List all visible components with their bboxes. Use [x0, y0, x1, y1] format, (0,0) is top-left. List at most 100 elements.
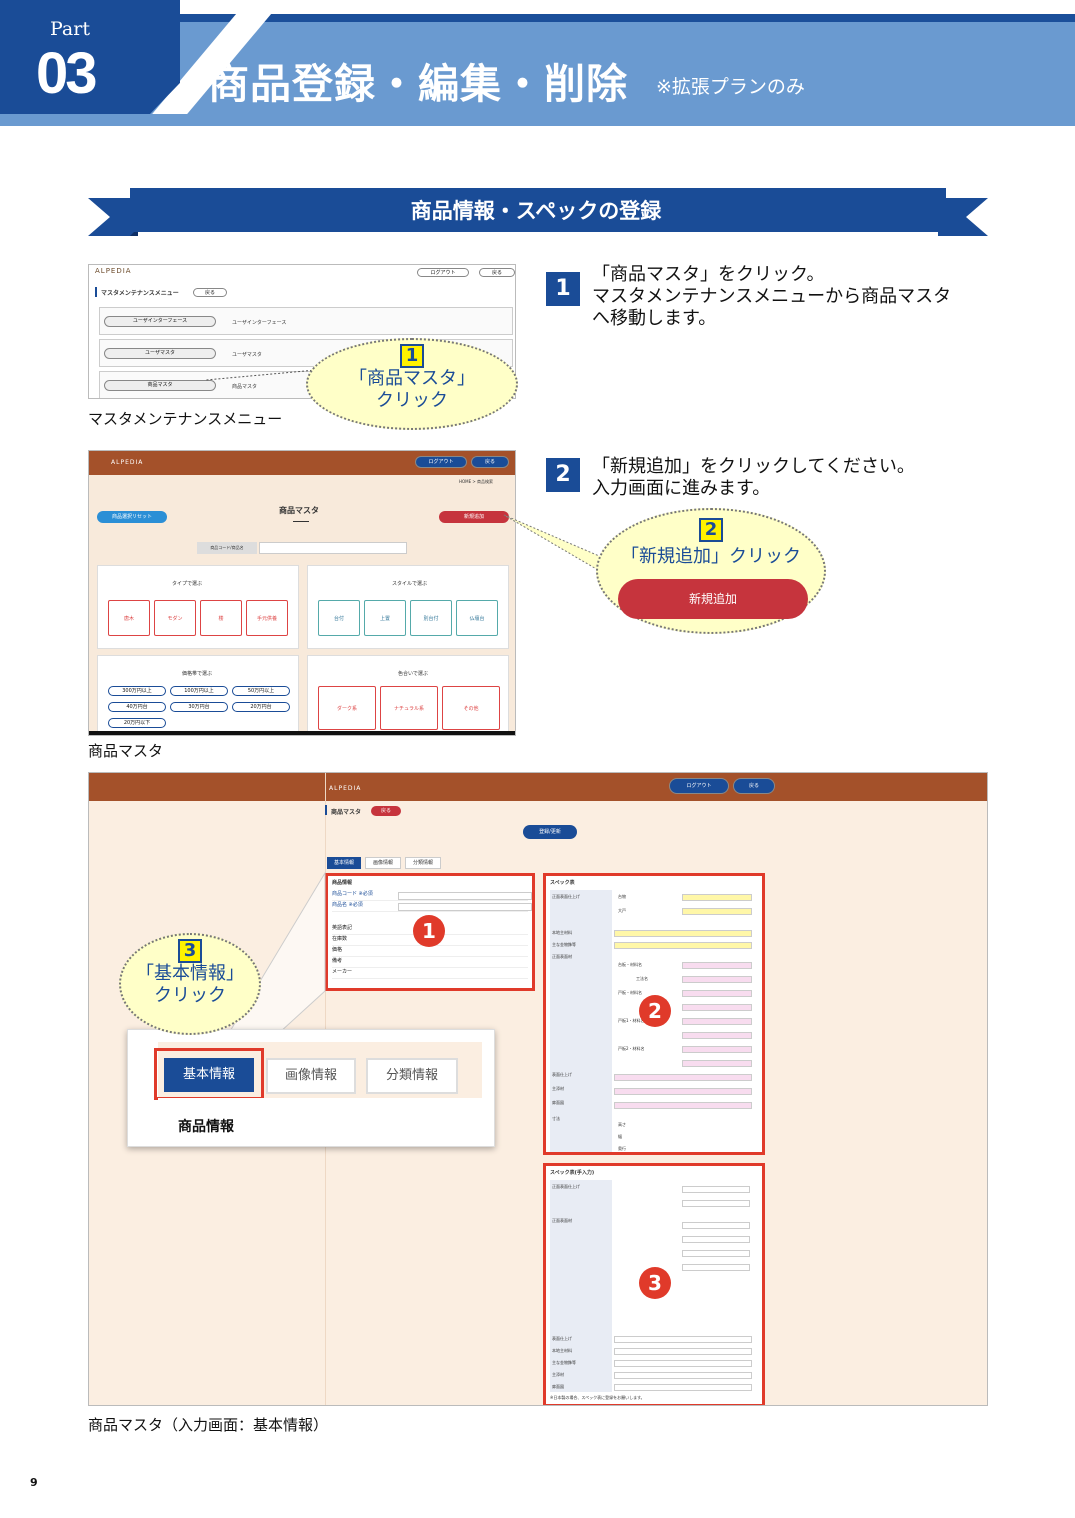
part-label: Part — [50, 18, 90, 40]
tab-image-info[interactable]: 画像情報 — [365, 857, 401, 869]
price-item[interactable]: 20万円台 — [232, 702, 290, 712]
filter-item[interactable]: モダン — [154, 600, 196, 636]
menu-row-button[interactable]: ユーザインターフェース — [104, 316, 216, 327]
field-label: 商品名 ※必須 — [332, 901, 528, 912]
zoom-tab-image[interactable]: 画像情報 — [266, 1058, 356, 1094]
spec-input[interactable] — [614, 1336, 752, 1343]
spec-select[interactable] — [682, 990, 752, 997]
step-number: 2 — [546, 458, 580, 492]
product-master-button[interactable]: 商品マスタ — [104, 380, 216, 391]
spec-select[interactable] — [682, 894, 752, 901]
filter-item[interactable]: 唐木 — [108, 600, 150, 636]
callout-line: クリック — [154, 985, 226, 1006]
spec-input[interactable] — [682, 1250, 750, 1257]
page-title: 商品登録・編集・削除 — [208, 60, 628, 108]
spec-row: 扉面図 — [552, 1384, 564, 1389]
spec-input[interactable] — [614, 1372, 752, 1379]
back-button[interactable]: 戻る — [471, 456, 509, 468]
section-label: 商品情報 — [332, 880, 353, 886]
color-item[interactable]: ダーク系 — [318, 686, 376, 730]
filter-item[interactable]: 仏壇台 — [456, 600, 498, 636]
price-item[interactable]: 30万円台 — [170, 702, 228, 712]
spec-input[interactable] — [682, 1200, 750, 1207]
menu-row-button[interactable]: ユーザマスタ — [104, 348, 216, 359]
price-item[interactable]: 40万円台 — [108, 702, 166, 712]
spec-input[interactable] — [614, 1360, 752, 1367]
breadcrumb: HOME > 商品検索 — [459, 479, 494, 484]
reset-button[interactable]: 商品選択リセット — [97, 511, 167, 523]
spec-sub: 幅 — [618, 1134, 622, 1139]
heading-back-button[interactable]: 戻る — [371, 806, 401, 816]
spec-select[interactable] — [682, 1060, 752, 1067]
filter-item[interactable]: 別台付 — [410, 600, 452, 636]
spec-input[interactable] — [614, 1384, 752, 1391]
logout-button[interactable]: ログアウト — [415, 456, 467, 468]
spec-label-col — [550, 890, 612, 1152]
back-button[interactable]: 戻る — [733, 778, 775, 794]
spec-select[interactable] — [682, 976, 752, 983]
caption: 商品マスタ（入力画面：基本情報） — [88, 1416, 329, 1434]
heading-back-button[interactable]: 戻る — [193, 288, 227, 297]
zoom-panel: 基本情報 画像情報 分類情報 商品情報 — [127, 1029, 495, 1147]
spec-select[interactable] — [682, 1018, 752, 1025]
part-number: 03 — [36, 41, 97, 106]
spec-input[interactable] — [682, 1236, 750, 1243]
filter-item[interactable]: 台付 — [318, 600, 360, 636]
tab-category-info[interactable]: 分類情報 — [405, 857, 441, 869]
logout-button[interactable]: ログアウト — [417, 268, 469, 277]
spec-row: 寸法 — [552, 1116, 560, 1121]
screenshot-input-screen: ALPEDIA ログアウト 戻る 商品マスタ 戻る 登録/更新 基本情報 画像情… — [88, 772, 988, 1406]
highlight-product-info: 商品情報 商品コード ※必須 商品名 ※必須 英語表記 在庫数 価格 備考 メー… — [325, 873, 535, 991]
spec-select[interactable] — [682, 962, 752, 969]
spec-input[interactable] — [682, 1264, 750, 1271]
color-item[interactable]: その他 — [442, 686, 500, 730]
logo: ALPEDIA — [111, 459, 144, 466]
screenshot-master-menu: ALPEDIA ログアウト 戻る マスタメンテナンスメニュー 戻る ユーザインタ… — [88, 264, 516, 399]
price-item[interactable]: 100万円以上 — [170, 686, 228, 696]
price-item[interactable]: 20万円以下 — [108, 718, 166, 728]
filter-item[interactable]: 手元供養 — [246, 600, 288, 636]
spec-select[interactable] — [682, 1004, 752, 1011]
filter-item[interactable]: 楼 — [200, 600, 242, 636]
logout-button[interactable]: ログアウト — [669, 778, 729, 794]
color-item[interactable]: ナチュラル系 — [380, 686, 438, 730]
spec-input[interactable] — [682, 1222, 750, 1229]
spec-select[interactable] — [614, 930, 752, 937]
back-button[interactable]: 戻る — [479, 268, 515, 277]
spec-sub: 戸板・材料名 — [618, 990, 642, 995]
field-label: 商品コード ※必須 — [332, 890, 528, 901]
filter-item[interactable]: 上置 — [364, 600, 406, 636]
spec-select[interactable] — [614, 1102, 752, 1109]
product-name-input[interactable] — [398, 903, 532, 911]
spec-select[interactable] — [614, 1074, 752, 1081]
new-button[interactable]: 新規追加 — [439, 511, 509, 523]
spec-row: 表面仕上げ — [552, 1072, 572, 1077]
spec-input[interactable] — [614, 1348, 752, 1355]
spec-row: 主添材 — [552, 1372, 564, 1377]
spec-select[interactable] — [614, 1088, 752, 1095]
step-line: 入力画面に進みます。 — [592, 478, 771, 499]
step-line: 「商品マスタ」をクリック。 — [592, 264, 825, 285]
spec-select[interactable] — [614, 942, 752, 949]
step-1-text: 「商品マスタ」をクリック。 マスタメンテナンスメニューから商品マスタ へ移動しま… — [592, 264, 951, 330]
spec-select[interactable] — [682, 1032, 752, 1039]
new-button-zoom[interactable]: 新規追加 — [618, 579, 808, 619]
register-button[interactable]: 登録/更新 — [523, 825, 577, 839]
product-code-input[interactable] — [398, 892, 532, 900]
zoom-tab-basic[interactable]: 基本情報 — [164, 1058, 254, 1092]
panel-title: スタイルで選ぶ — [392, 581, 428, 587]
spec-row: 正面表面仕上げ — [552, 1184, 580, 1189]
tab-basic-info[interactable]: 基本情報 — [327, 857, 361, 869]
panel-title: 価格帯で選ぶ — [182, 671, 213, 677]
menu-row: ユーザインターフェース ユーザインターフェース — [99, 307, 513, 335]
search-input[interactable] — [259, 542, 407, 554]
callout-line: 「新規追加」クリック — [621, 546, 801, 567]
zoom-tab-category[interactable]: 分類情報 — [366, 1058, 458, 1094]
price-item[interactable]: 50万円以上 — [232, 686, 290, 696]
spec-input[interactable] — [682, 1186, 750, 1193]
callout-2-body: 2 「新規追加」クリック — [596, 518, 826, 568]
price-item[interactable]: 300万円以上 — [108, 686, 166, 696]
spec-select[interactable] — [682, 908, 752, 915]
caption: マスタメンテナンスメニュー — [88, 410, 283, 428]
spec-select[interactable] — [682, 1046, 752, 1053]
